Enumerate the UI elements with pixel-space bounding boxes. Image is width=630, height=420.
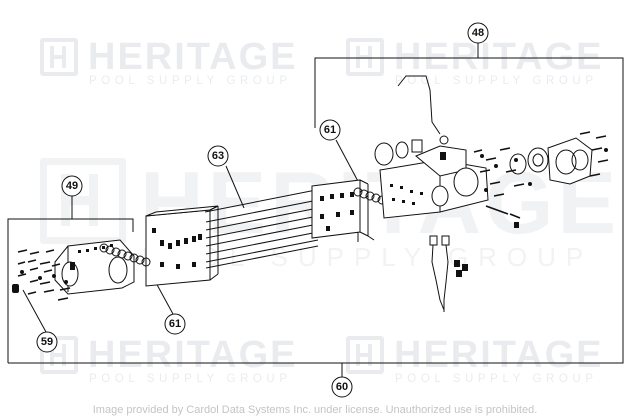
callout-61-top-label: 61 xyxy=(324,124,336,136)
heritage-logo-icon xyxy=(346,38,384,76)
heritage-logo-icon xyxy=(40,38,78,76)
flange-fittings xyxy=(509,137,593,185)
leader-61-top xyxy=(335,139,361,186)
fastener-bolts-right xyxy=(473,131,609,219)
fuse-plugs xyxy=(454,260,468,277)
image-credit: Image provided by Cardol Data Systems In… xyxy=(92,404,538,416)
gasket-seals-bottom xyxy=(99,243,151,267)
fastener-nuts-right xyxy=(480,148,608,228)
callout-61-top: 61 xyxy=(319,119,341,141)
watermark-tagline: POOL SUPPLY GROUP xyxy=(395,373,598,385)
assembly-bracket-60 xyxy=(7,57,624,377)
heritage-logo-icon xyxy=(346,336,384,374)
watermark-brand: HERITAGE xyxy=(394,36,604,78)
watermark-brand: HERITAGE xyxy=(88,334,298,376)
fastener-bolts-left xyxy=(17,249,71,301)
tube-bundle-63 xyxy=(145,179,375,287)
heritage-logo-icon xyxy=(40,336,78,374)
callout-63: 63 xyxy=(207,145,229,167)
subassembly-bracket-49 xyxy=(7,196,134,232)
leader-59 xyxy=(22,289,47,333)
callout-59: 59 xyxy=(36,331,58,353)
callout-48: 48 xyxy=(467,22,489,44)
watermark-tagline: POOL SUPPLY GROUP xyxy=(89,373,292,385)
callout-48-label: 48 xyxy=(472,27,484,39)
watermark-brand: HERITAGE xyxy=(88,36,298,78)
watermark-tagline: POOL SUPPLY GROUP xyxy=(89,75,292,87)
callout-60: 60 xyxy=(331,376,353,398)
sensor-wiring xyxy=(429,235,450,312)
header-bolts-49 xyxy=(70,244,113,270)
watermark-tagline: POOL SUPPLY GROUP xyxy=(142,242,594,272)
callout-49-label: 49 xyxy=(66,180,78,192)
callout-59-label: 59 xyxy=(41,336,53,348)
heritage-logo-icon xyxy=(40,158,126,244)
drain-plug-59 xyxy=(12,284,19,293)
inlet-outlet-header-48 xyxy=(374,75,489,219)
callout-61-bottom-label: 61 xyxy=(169,318,181,330)
header-ports-48 xyxy=(390,152,446,205)
watermark-tagline: POOL SUPPLY GROUP xyxy=(395,75,598,87)
callout-61-bottom: 61 xyxy=(164,313,186,335)
leader-63 xyxy=(225,165,245,209)
tube-bundle-ports xyxy=(152,192,354,269)
callout-63-label: 63 xyxy=(212,150,224,162)
watermark-brand: HERITAGE xyxy=(394,334,604,376)
fastener-nuts-left xyxy=(12,270,68,293)
callout-60-label: 60 xyxy=(336,381,348,393)
callout-49: 49 xyxy=(61,175,83,197)
